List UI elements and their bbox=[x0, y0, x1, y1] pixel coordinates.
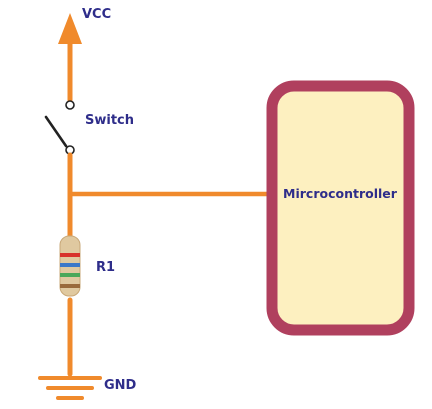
switch-terminal-top bbox=[65, 100, 75, 110]
ground-label: GND bbox=[104, 378, 137, 393]
resistor-band-1 bbox=[60, 253, 80, 257]
resistor-band-3 bbox=[60, 273, 80, 277]
microcontroller-block bbox=[266, 80, 415, 336]
switch-label: Switch bbox=[85, 113, 134, 128]
resistor-label: R1 bbox=[96, 260, 115, 275]
vcc-label: VCC bbox=[82, 7, 111, 22]
resistor-band-2 bbox=[60, 263, 80, 267]
resistor-r1 bbox=[59, 235, 81, 297]
ground-symbol bbox=[38, 376, 102, 400]
vcc-arrow bbox=[58, 13, 82, 44]
resistor-band-4 bbox=[60, 284, 80, 288]
switch-lever bbox=[44, 115, 68, 148]
microcontroller-label: Mircrocontroller bbox=[283, 186, 398, 201]
